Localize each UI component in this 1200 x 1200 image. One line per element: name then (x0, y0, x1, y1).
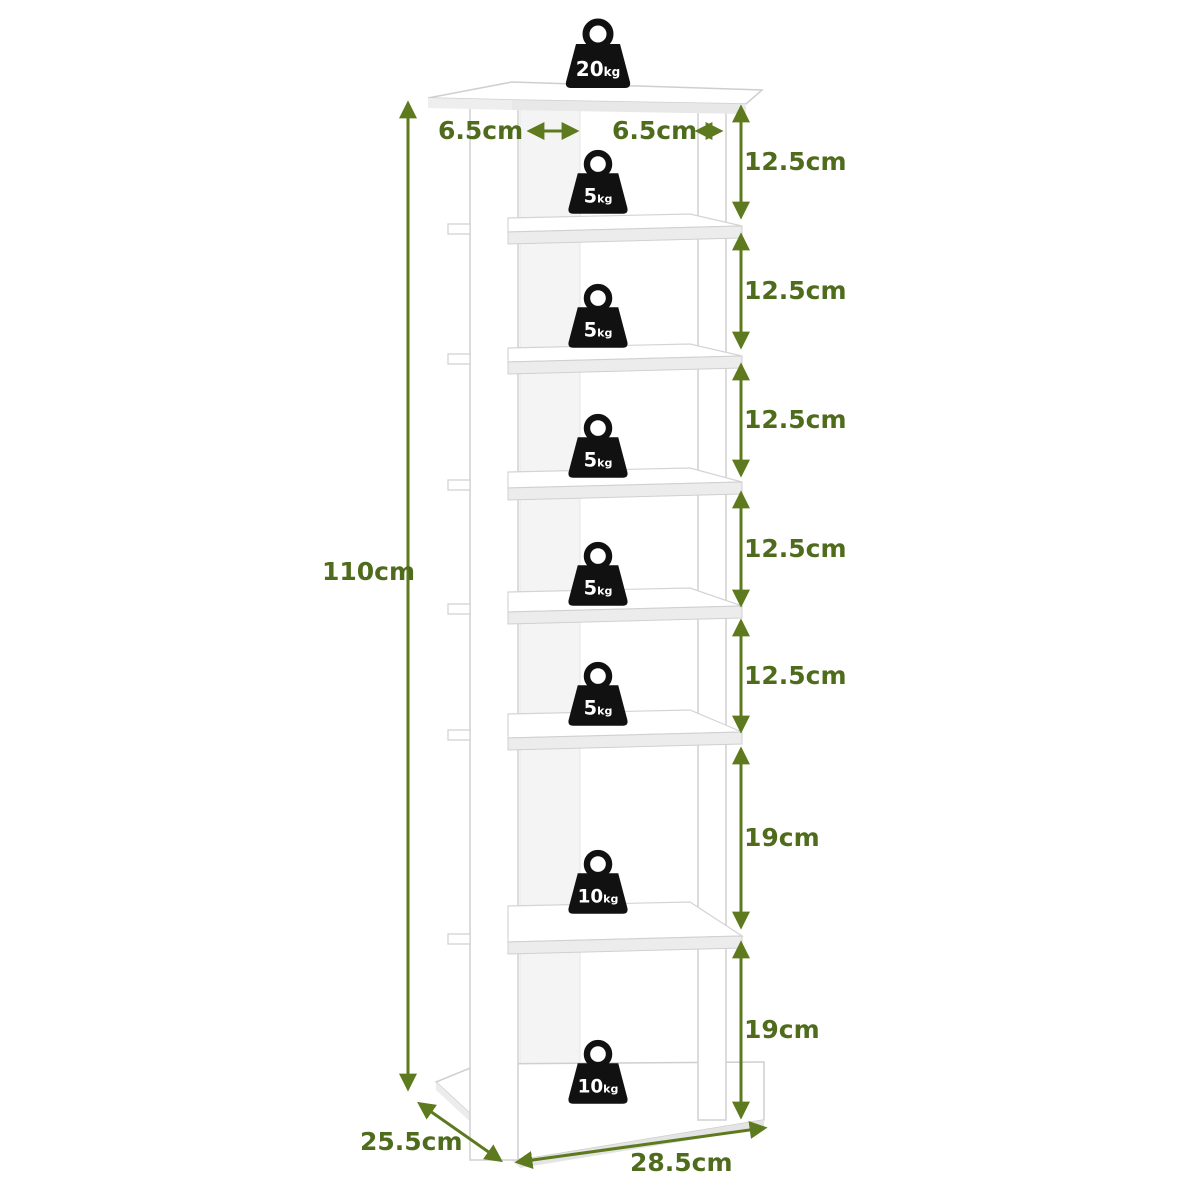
width-line (514, 1121, 768, 1169)
gap-right-label: 6.5cm (612, 116, 697, 145)
shelf (447, 213, 743, 245)
shelf (447, 343, 743, 375)
shelf (447, 587, 743, 625)
height-label: 12.5cm (744, 405, 847, 434)
depth-line (417, 1101, 503, 1163)
weight-label: 5kg (584, 577, 613, 600)
weight-icon: 10kg (568, 1039, 628, 1104)
weight-icon: 20kg (565, 18, 631, 88)
weight-label: 10kg (578, 1077, 619, 1098)
shelf (447, 467, 743, 501)
depth-label: 25.5cm (360, 1127, 463, 1156)
weight-label: 5kg (584, 449, 613, 472)
weight-label: 5kg (584, 185, 613, 208)
weight-label: 20kg (576, 57, 620, 81)
height-label: 12.5cm (744, 147, 847, 176)
weight-icon: 5kg (568, 413, 628, 478)
dimension-lines (399, 100, 768, 1169)
shoe-rack (427, 81, 765, 1168)
height-label: 12.5cm (744, 661, 847, 690)
weight-icon: 10kg (568, 849, 628, 914)
weight-icon: 5kg (568, 149, 628, 214)
weight-label: 5kg (584, 697, 613, 720)
total-height-label: 110cm (322, 557, 415, 586)
height-label: 12.5cm (744, 276, 847, 305)
width-label: 28.5cm (630, 1148, 733, 1177)
height-label: 12.5cm (744, 534, 847, 563)
shelf (447, 901, 744, 955)
height-label: 19cm (744, 823, 820, 852)
gap-left-label: 6.5cm (438, 116, 523, 145)
weight-icon: 5kg (568, 541, 628, 606)
weight-label: 10kg (578, 887, 619, 908)
height-label: 19cm (744, 1015, 820, 1044)
weight-icon: 5kg (568, 661, 628, 726)
weight-label: 5kg (584, 319, 613, 342)
weight-icon: 5kg (568, 283, 628, 348)
